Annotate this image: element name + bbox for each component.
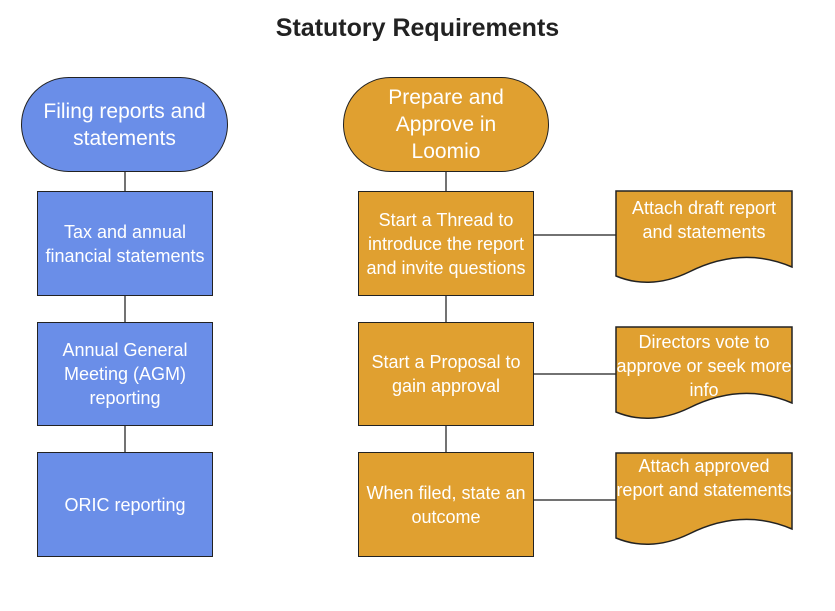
left-step-oric: ORIC reporting — [37, 452, 213, 557]
left-header-terminal: Filing reports and statements — [21, 77, 228, 172]
right-header-terminal: Prepare and Approve in Loomio — [343, 77, 549, 172]
right-step-outcome: When filed, state an outcome — [358, 452, 534, 557]
right-step-proposal-label: Start a Proposal to gain approval — [371, 352, 521, 396]
note-attach-approved-label: Attach approved report and statements — [616, 456, 792, 500]
right-header-label: Prepare and Approve in Loomio — [388, 86, 504, 163]
note-attach-draft: Attach draft report and statements — [615, 190, 793, 285]
document-shape-icon — [615, 326, 793, 419]
left-step-tax: Tax and annual financial statements — [37, 191, 213, 296]
right-step-thread-label: Start a Thread to introduce the report a… — [366, 209, 526, 278]
document-shape-icon — [615, 190, 793, 283]
document-shape-icon — [615, 452, 793, 545]
note-attach-approved: Attach approved report and statements — [615, 452, 793, 547]
left-step-agm: Annual General Meeting (AGM) reporting — [37, 322, 213, 426]
diagram-title: Statutory Requirements — [275, 14, 560, 42]
note-attach-draft-label: Attach draft report and statements — [631, 198, 777, 242]
left-header-label: Filing reports and statements — [43, 99, 206, 150]
right-step-outcome-label: When filed, state an outcome — [366, 482, 526, 527]
left-step-agm-label: Annual General Meeting (AGM) reporting — [62, 340, 188, 408]
right-step-proposal: Start a Proposal to gain approval — [358, 322, 534, 426]
left-step-tax-label: Tax and annual financial statements — [45, 221, 205, 266]
right-step-thread: Start a Thread to introduce the report a… — [358, 191, 534, 296]
note-directors-vote-label: Directors vote to approve or seek more i… — [616, 332, 792, 400]
note-directors-vote: Directors vote to approve or seek more i… — [615, 326, 793, 421]
left-step-oric-label: ORIC reporting — [64, 494, 186, 515]
